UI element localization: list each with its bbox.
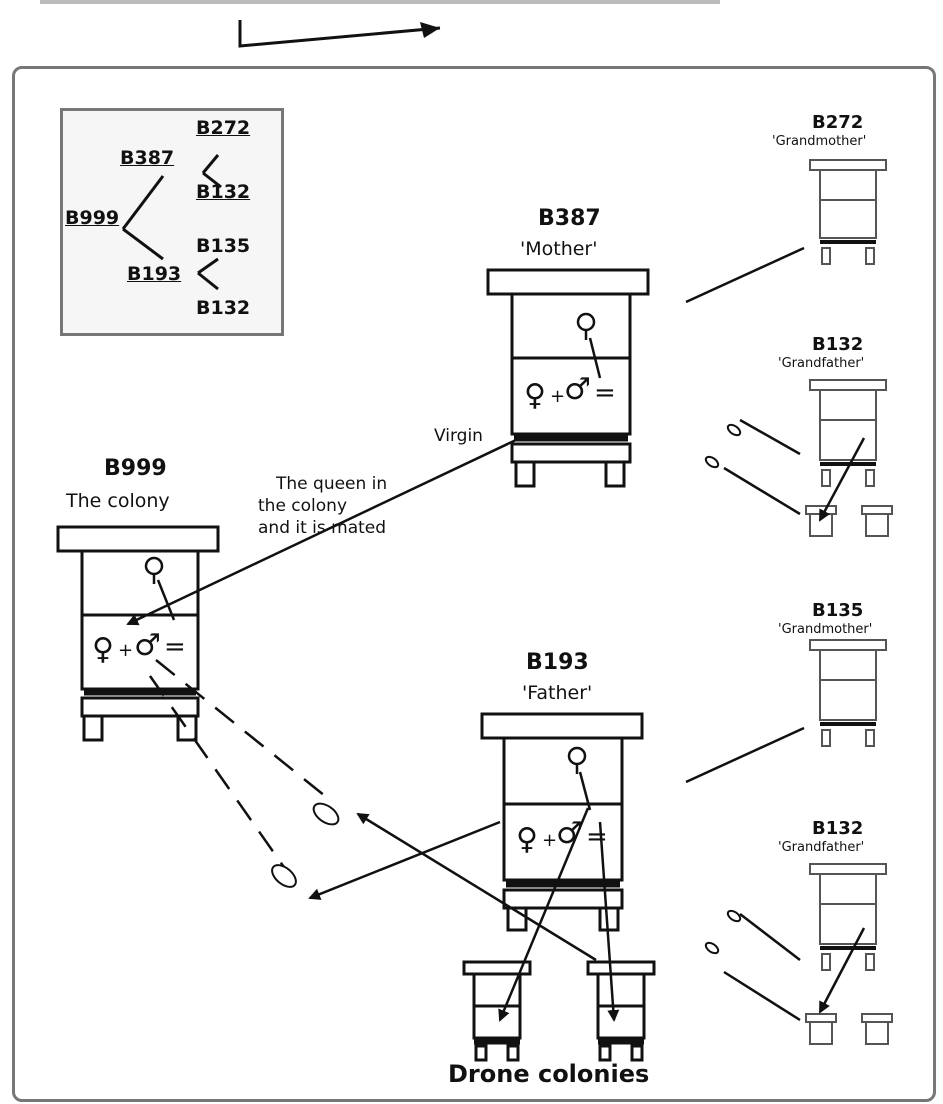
b193-female-symbol: ♀ (516, 822, 538, 857)
b193-subtitle: 'Father' (522, 682, 593, 704)
queen-symbols (144, 312, 602, 811)
b132b-id: B132 (812, 818, 864, 839)
b272-id: B272 (812, 112, 864, 133)
drone-colonies-label: Drone colonies (448, 1060, 650, 1088)
b132a-id: B132 (812, 334, 864, 355)
b132b-subtitle: 'Grandfather' (778, 840, 865, 855)
b132a-subtitle: 'Grandfather' (778, 356, 865, 371)
top-arrow (40, 0, 720, 48)
virgin-label: Virgin (434, 426, 483, 446)
b387-plus-symbol: + (550, 386, 566, 407)
queen-note-line1: The queen in (276, 474, 388, 494)
pedigree-b999: B999 (65, 207, 120, 229)
pedigree-b135: B135 (196, 235, 251, 257)
b387-equals-symbol: = (594, 378, 616, 408)
pedigree-b132-bottom: B132 (196, 297, 251, 319)
flow-arrows (126, 246, 866, 1022)
drone-colony-hives (462, 960, 656, 1062)
b999-male-symbol: ♂ (134, 628, 161, 663)
pedigree-b272: B272 (196, 117, 251, 139)
bee-icons (271, 423, 742, 955)
queen-note-line3: and it is mated (258, 518, 387, 538)
b387-female-symbol: ♀ (524, 378, 546, 413)
pedigree-box: B272 B387 B132 B999 B135 B193 B132 (60, 108, 284, 336)
hive-b387 (486, 268, 650, 488)
pedigree-b387: B387 (120, 147, 175, 169)
b272-subtitle: 'Grandmother' (772, 134, 867, 149)
pedigree-b193: B193 (127, 263, 182, 285)
hive-b999 (56, 525, 220, 742)
b193-equals-symbol: = (586, 822, 608, 852)
small-hives (805, 159, 893, 1045)
b387-subtitle: 'Mother' (520, 238, 598, 260)
b999-equals-symbol: = (164, 632, 186, 662)
b999-id: B999 (104, 456, 167, 481)
pedigree-b132-top: B132 (196, 181, 251, 203)
b193-plus-symbol: + (542, 830, 558, 851)
b135-subtitle: 'Grandmother' (778, 622, 873, 637)
b999-female-symbol: ♀ (92, 632, 114, 667)
b135-id: B135 (812, 600, 864, 621)
b999-plus-symbol: + (118, 640, 134, 661)
b387-male-symbol: ♂ (564, 372, 591, 407)
b193-male-symbol: ♂ (556, 816, 583, 851)
b193-id: B193 (526, 650, 589, 675)
pedigree-lines (121, 154, 222, 291)
b387-id: B387 (538, 206, 601, 231)
b999-subtitle: The colony (66, 490, 170, 512)
queen-note-line2: the colony (258, 496, 348, 516)
